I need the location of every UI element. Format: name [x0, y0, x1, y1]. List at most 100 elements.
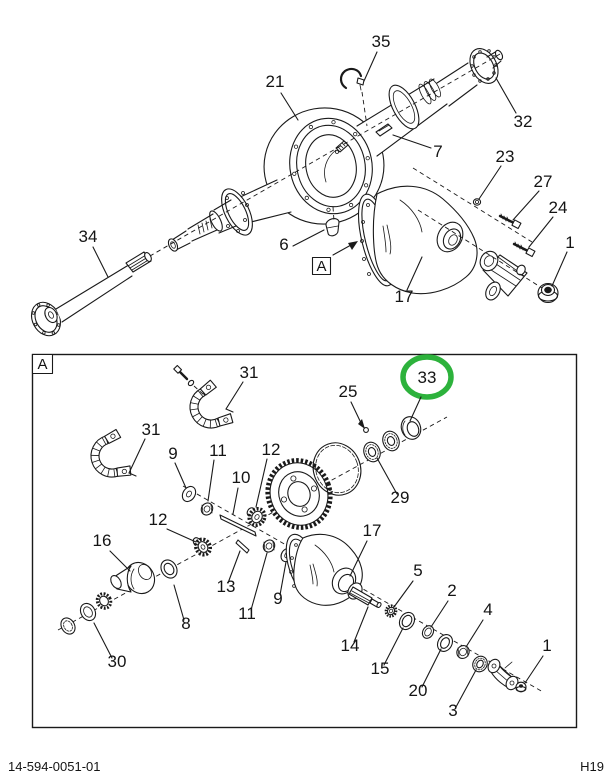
diff-carrier-top-drawing [357, 185, 478, 295]
leader-line [174, 462, 187, 489]
callout-label[interactable]: 10 [232, 468, 251, 487]
leader-line [455, 669, 477, 708]
carrier-fasteners-drawing [472, 198, 536, 258]
leader-line [465, 619, 484, 648]
pinion-centerline [417, 209, 543, 289]
leader-line [430, 600, 449, 628]
nut-11-bottom-drawing [262, 539, 276, 553]
ring-gear-drawing [265, 458, 333, 530]
pinion-gear-12-drawing [246, 507, 267, 527]
breather-hose-drawing [339, 67, 365, 91]
callout-label[interactable]: 7 [433, 142, 442, 161]
callout-label[interactable]: 13 [217, 577, 236, 596]
callout-label[interactable]: 5 [413, 561, 422, 580]
highlight-ellipse [400, 354, 454, 400]
leader-line [524, 655, 544, 684]
callout-label[interactable]: 27 [534, 172, 553, 191]
lock-pin-13-drawing [235, 539, 250, 554]
bearing-cap-left-drawing [84, 428, 134, 486]
detail-a-marker: A [311, 241, 358, 276]
drive-pinion-14-drawing [347, 582, 382, 608]
leader-line [421, 648, 442, 688]
callout-7: 7 [392, 134, 443, 161]
callout-label[interactable]: 9 [273, 589, 282, 608]
callout-33-highlighted: 33 [409, 368, 437, 422]
cross-shaft-10-drawing [219, 514, 257, 537]
callout-label[interactable]: 23 [496, 147, 515, 166]
callout-label[interactable]: 29 [391, 488, 410, 507]
axle-housing-drawing [167, 48, 504, 252]
callout-label[interactable]: 35 [372, 32, 391, 51]
callout-20: 20 [409, 648, 442, 700]
callout-label[interactable]: 1 [565, 233, 574, 252]
callout-label[interactable]: 2 [447, 581, 456, 600]
leader-line [392, 134, 432, 149]
callout-label[interactable]: 31 [240, 363, 259, 382]
callout-11-bottom: 11 [238, 552, 268, 623]
pinion-axis-centerline [182, 485, 544, 693]
cap-bolt-drawing [173, 364, 205, 396]
document-number: 14-594-0051-01 [8, 759, 101, 774]
callout-label[interactable]: 25 [339, 382, 358, 401]
callout-label[interactable]: 3 [448, 701, 457, 720]
callout-label[interactable]: 20 [409, 681, 428, 700]
callout-label[interactable]: 32 [514, 112, 533, 131]
leader-line [495, 77, 517, 114]
small-gear-drawing [95, 592, 113, 610]
pinion-yoke-drawing [479, 250, 528, 301]
callout-label[interactable]: 9 [168, 444, 177, 463]
leader-line [109, 550, 131, 572]
callout-32: 32 [495, 77, 533, 131]
callout-31-left: 31 [128, 420, 161, 477]
callout-13: 13 [217, 550, 241, 596]
nut-4-drawing [456, 644, 470, 660]
callout-4: 4 [465, 600, 493, 648]
callout-label[interactable]: 1 [542, 636, 551, 655]
leader-line [225, 381, 244, 413]
callout-34: 34 [79, 227, 109, 278]
callout-label[interactable]: 17 [363, 521, 382, 540]
retainer-clip-drawing [375, 123, 393, 137]
callout-label[interactable]: 12 [149, 510, 168, 529]
leader-line [128, 438, 146, 477]
callout-label[interactable]: 30 [108, 652, 127, 671]
callout-label[interactable]: 11 [238, 604, 256, 623]
callout-27: 27 [512, 172, 553, 221]
callout-label[interactable]: 21 [266, 72, 285, 91]
callout-1-top: 1 [551, 233, 575, 287]
callout-label[interactable]: 6 [279, 235, 288, 254]
bearing-29-drawing [363, 441, 381, 463]
leader-line [173, 584, 185, 621]
leader-line [232, 487, 239, 515]
yoke-nut-1-bottom-drawing [515, 681, 527, 693]
callout-label[interactable]: 11 [209, 441, 227, 460]
leader-line [478, 165, 502, 200]
leader-line [353, 606, 369, 643]
callout-label[interactable]: 24 [549, 198, 568, 217]
leader-line [406, 256, 423, 291]
top-assembly-view: A 35 21 32 7 23 27 24 1 6 34 17 [30, 32, 575, 337]
callout-label[interactable]: 33 [418, 368, 437, 387]
callout-label[interactable]: 4 [483, 600, 492, 619]
callout-12-upper: 12 [255, 440, 281, 508]
yoke-bottom-drawing [487, 658, 519, 691]
callout-label[interactable]: 8 [181, 614, 190, 633]
callout-label[interactable]: 31 [142, 420, 161, 439]
callout-25: 25 [339, 382, 365, 429]
callout-label[interactable]: 14 [341, 636, 360, 655]
callout-21: 21 [266, 72, 299, 121]
leader-line [363, 51, 378, 82]
axle-shaft-drawing [30, 251, 152, 337]
callout-label[interactable]: 34 [79, 227, 98, 246]
callout-label[interactable]: 12 [262, 440, 281, 459]
leader-line [166, 528, 197, 543]
leader-line [528, 216, 554, 248]
callout-16: 16 [93, 531, 131, 572]
leader-line [393, 580, 414, 608]
callout-12-left: 12 [149, 510, 197, 543]
callout-label[interactable]: 15 [371, 659, 390, 678]
callout-label[interactable]: 16 [93, 531, 112, 550]
callout-label[interactable]: 17 [395, 287, 414, 306]
nut-11-top-drawing [200, 502, 214, 516]
